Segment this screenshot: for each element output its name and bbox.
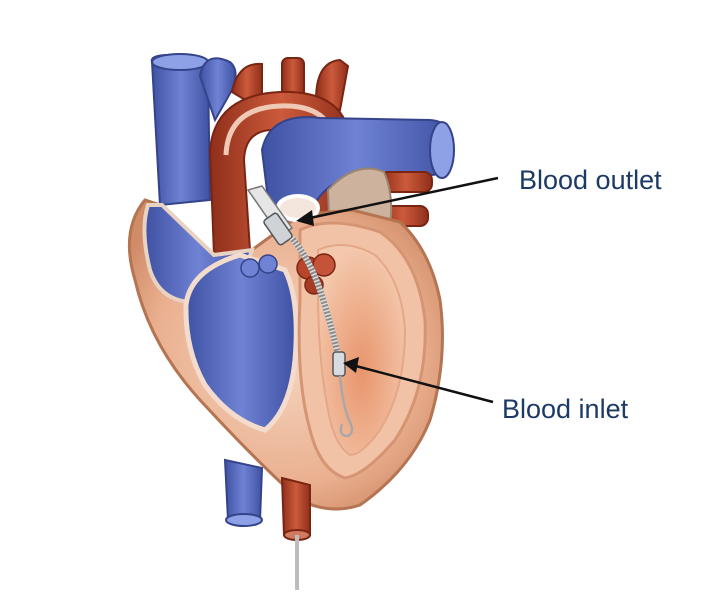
valve-leaflet-2 [258,254,278,274]
outlet-pointer [296,176,499,226]
pump-cannula-coil [289,236,341,356]
pulmonary-artery-opening [429,121,455,179]
right-ventricle [183,252,299,433]
blood-outlet-label: Blood outlet [519,165,662,195]
inlet-pointer [343,357,494,404]
pump-motor [263,212,293,246]
pigtail-tip [338,375,354,438]
aortic-branch-3 [314,58,350,112]
inferior-vena-cava-opening [225,513,263,527]
blood-inlet-label: Blood inlet [502,394,629,424]
left-ventricle-cavity [317,244,407,457]
descending-aorta [280,476,311,536]
valve-leaflet-1 [240,258,260,278]
mitral-valve-2 [312,253,336,277]
superior-vena-cava-opening [151,53,209,71]
inferior-vena-cava [223,458,264,521]
pump-inlet [332,351,346,377]
